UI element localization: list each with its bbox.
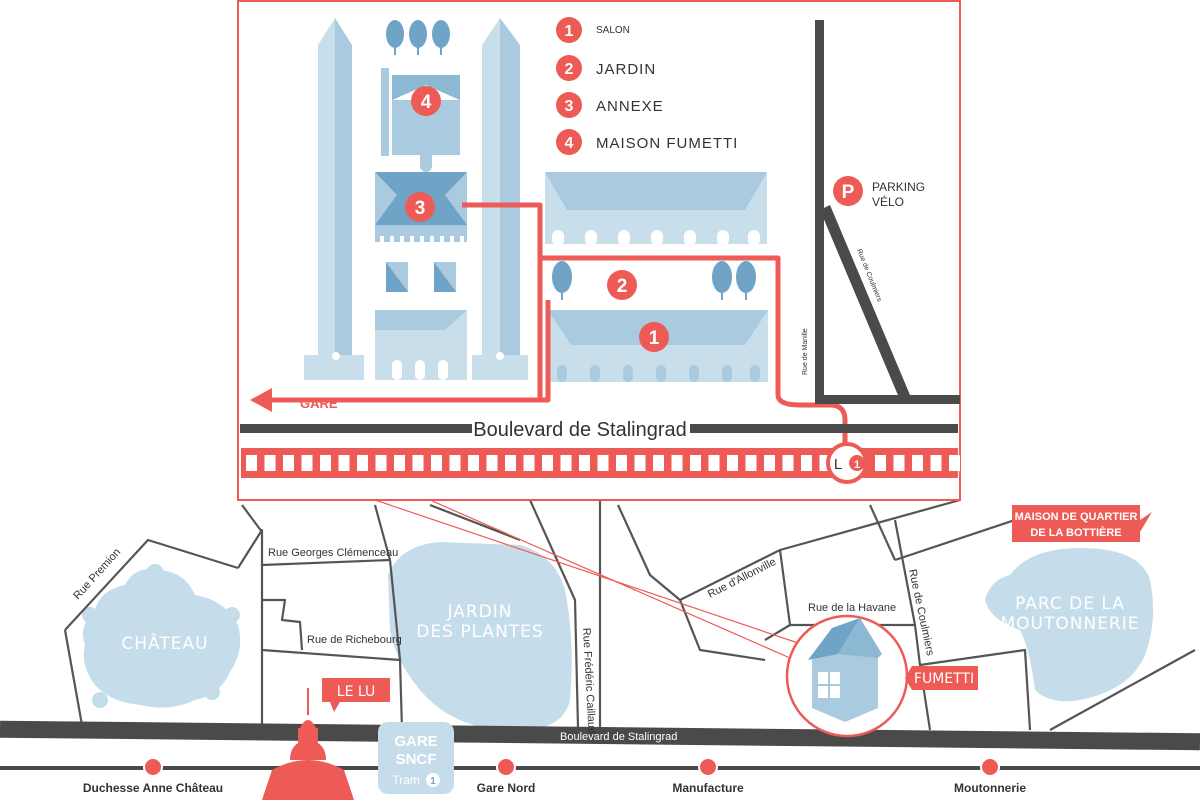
svg-text:4: 4: [421, 92, 432, 113]
stop-gare-nord: Gare Nord: [477, 781, 536, 795]
marker-4: 4: [411, 86, 441, 116]
svg-text:4: 4: [565, 135, 574, 152]
callout-maison-de-quartier: MAISON DE QUARTIER DE LA BOTTIÈRE: [1012, 505, 1152, 542]
street-rue-de-richebourg: Rue de Richebourg: [307, 634, 402, 646]
legend-item-maison-fumetti: 4 MAISON FUMETTI: [556, 129, 738, 155]
svg-text:2: 2: [565, 61, 574, 78]
svg-text:SALON: SALON: [596, 25, 630, 36]
gare-arrow-label: GARE: [300, 396, 338, 411]
tram-stops: Duchesse Anne Château Gare Nord Manufact…: [83, 757, 1026, 795]
svg-text:1: 1: [430, 776, 436, 787]
le-lu-tower: [262, 688, 354, 800]
svg-text:MAISON DE QUARTIER: MAISON DE QUARTIER: [1015, 511, 1138, 523]
svg-text:MAISON FUMETTI: MAISON FUMETTI: [596, 135, 738, 152]
legend-item-jardin: 2 JARDIN: [556, 55, 656, 81]
svg-text:1: 1: [565, 23, 574, 40]
svg-text:GARE: GARE: [394, 733, 437, 750]
park-label-des-plantes: DES PLANTES: [416, 622, 543, 642]
park-jardin-des-plantes: [388, 542, 572, 728]
svg-text:ANNEXE: ANNEXE: [596, 98, 664, 115]
street-rue-de-la-havane: Rue de la Havane: [808, 602, 896, 614]
inset-map: GARE 4 3 2 1 1 SALON 2: [237, 0, 961, 501]
park-moutonnerie: [985, 548, 1154, 702]
street-rue-d-allonville: Rue d'Allonville: [706, 556, 778, 601]
street-rue-georges-clemenceau: Rue Georges Clémenceau: [268, 547, 398, 559]
marker-1: 1: [639, 322, 669, 352]
trees-garden: [552, 261, 756, 300]
park-label-moutonnerie: MOUTONNERIE: [1001, 614, 1140, 634]
svg-text:3: 3: [565, 98, 574, 115]
boulevard-label-inset: Boulevard de Stalingrad: [473, 419, 686, 441]
svg-text:JARDIN: JARDIN: [596, 61, 656, 78]
park-chateau: [82, 569, 241, 708]
svg-text:2: 2: [617, 276, 628, 297]
trees-top: [386, 20, 450, 55]
park-label-parc-de-la: PARC DE LA: [1015, 594, 1125, 614]
svg-text:DE LA BOTTIÈRE: DE LA BOTTIÈRE: [1030, 526, 1121, 539]
svg-text:LE LU: LE LU: [337, 684, 375, 700]
svg-text:1: 1: [649, 328, 660, 349]
tram-stop-l1: L 1: [826, 442, 868, 484]
callout-le-lu: LE LU: [322, 678, 390, 712]
stop-duchesse-anne-chateau: Duchesse Anne Château: [83, 781, 223, 795]
svg-text:SNCF: SNCF: [396, 751, 437, 768]
legend: 1 SALON 2 JARDIN 3 ANNEXE 4 MAISON FUMET…: [556, 17, 738, 155]
street-boulevard-de-stalingrad: Boulevard de Stalingrad: [560, 731, 677, 743]
stop-moutonnerie: Moutonnerie: [954, 781, 1026, 795]
park-label-jardin: JARDIN: [447, 602, 513, 622]
svg-text:L: L: [834, 456, 842, 473]
gare-sncf-badge: GARE SNCF Tram 1: [378, 722, 454, 794]
rue-de-coulmiers-road: [820, 205, 910, 400]
parking-velo: P PARKING VÉLO: [833, 176, 925, 209]
legend-item-salon: 1 SALON: [556, 17, 630, 43]
legend-item-annexe: 3 ANNEXE: [556, 92, 664, 118]
svg-text:FUMETTI: FUMETTI: [914, 671, 974, 687]
fumetti-location: [785, 614, 909, 738]
svg-text:Tram: Tram: [392, 773, 420, 787]
rue-de-manille-road: [815, 20, 824, 395]
street-rue-frederic-caillaud: Rue Frédéric Caillaud: [580, 628, 598, 735]
svg-text:VÉLO: VÉLO: [872, 194, 904, 209]
svg-text:1: 1: [854, 459, 860, 471]
marker-3: 3: [405, 192, 435, 222]
street-rue-de-manille-inset: Rue de Manille: [802, 328, 809, 375]
stop-manufacture: Manufacture: [672, 781, 744, 795]
parking-icon: P: [842, 182, 855, 203]
callout-fumetti: FUMETTI: [905, 666, 978, 690]
left-tower: [304, 18, 364, 380]
right-tower: [472, 18, 528, 380]
marker-2: 2: [607, 270, 637, 300]
street-rue-de-coulmiers: Rue de Coulmiers: [906, 568, 936, 657]
city-map: Rue Premion Rue Georges Clémenceau Rue d…: [0, 498, 1200, 800]
house-icon: [808, 618, 882, 722]
svg-text:PARKING: PARKING: [872, 180, 925, 194]
building-north: [545, 172, 767, 246]
svg-text:3: 3: [415, 198, 426, 219]
route-path: [262, 202, 848, 455]
park-label-chateau: CHÂTEAU: [121, 632, 208, 654]
